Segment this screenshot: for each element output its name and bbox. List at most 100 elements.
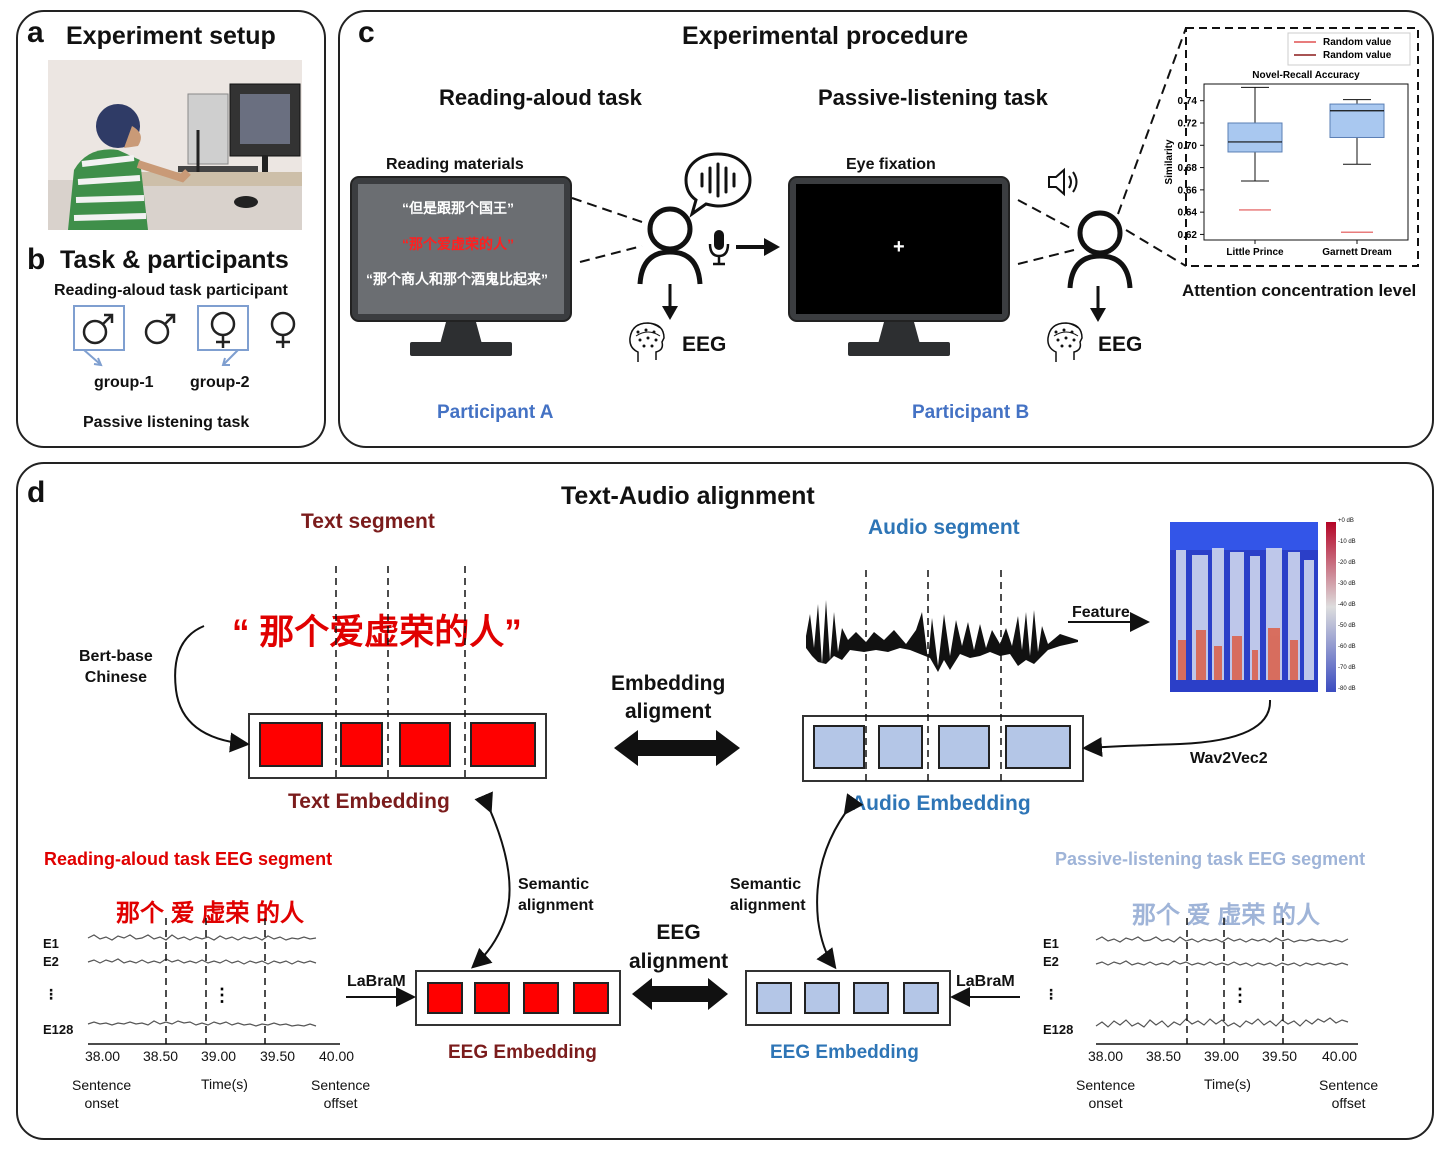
- female-icon: [210, 311, 236, 348]
- embedding-alignment-arrow: [614, 730, 740, 766]
- text-segment-title: Text segment: [301, 510, 435, 533]
- eeg-alignment-label: EEG alignment: [629, 921, 729, 973]
- monitor-b: [788, 176, 1010, 356]
- vertical-ellipsis: ⋮: [1231, 985, 1249, 1005]
- colorbar-label: -80 dB: [1338, 686, 1356, 692]
- eeg-label-b: EEG: [1098, 333, 1143, 356]
- time-tick: 38.50: [143, 1048, 179, 1064]
- text-embedding-label: Text Embedding: [288, 790, 450, 813]
- spectrogram-image: [1170, 522, 1336, 692]
- legend-box: [1287, 32, 1411, 66]
- audio-embedding-cell: [878, 725, 923, 769]
- panel-a-title: Experiment setup: [66, 22, 276, 50]
- electrode-label: E1: [43, 936, 59, 951]
- eeg-dividers-left: [165, 918, 266, 1044]
- semantic-alignment-left: Semantic alignment: [518, 876, 594, 914]
- panel-d-letter: d: [27, 476, 46, 509]
- eeg-traces-left: [87, 934, 317, 1027]
- female-icon: [270, 311, 296, 348]
- listening-task-title: Passive-listening task: [818, 85, 1048, 110]
- eeg-embedding-cell: [427, 982, 463, 1014]
- eeg-words-left: 那个 爱 虚荣 的人: [116, 900, 305, 927]
- reading-task-title: Reading-aloud task: [439, 85, 642, 110]
- colorbar-label: -10 dB: [1338, 539, 1356, 545]
- colorbar-label: -70 dB: [1338, 665, 1356, 671]
- time-tick: 39.00: [1204, 1048, 1240, 1064]
- electrode-label: E1: [1043, 936, 1059, 951]
- audio-embedding-cell: [813, 725, 865, 769]
- time-tick: 39.50: [1262, 1048, 1298, 1064]
- colorbar-label: -20 dB: [1338, 560, 1356, 566]
- panel-c-letter: c: [358, 16, 375, 49]
- colorbar-label: -30 dB: [1338, 581, 1356, 587]
- audio-waveform: [806, 600, 1078, 672]
- semantic-alignment-right: Semantic alignment: [730, 876, 806, 914]
- sentence-onset-left: Sentence onset: [72, 1077, 132, 1111]
- electrode-label: E2: [1043, 954, 1059, 969]
- x-tick-label: Garnett Dream: [1322, 247, 1392, 258]
- eeg-words-right: 那个 爱 虚荣 的人: [1132, 902, 1321, 929]
- panel-d-title: Text-Audio alignment: [561, 482, 815, 510]
- time-tick: 38.50: [1146, 1048, 1182, 1064]
- speech-bubble-icon: [684, 152, 752, 218]
- eeg-embedding-right: EEG Embedding: [770, 1042, 919, 1063]
- fixation-cross: +: [893, 236, 905, 258]
- material-line-2: “那个爱虚荣的人”: [402, 236, 514, 252]
- colorbar-label: +0 dB: [1338, 518, 1354, 524]
- y-tick-label: 0.62: [1178, 230, 1198, 241]
- male-icon: [82, 313, 114, 345]
- eeg-label-a: EEG: [682, 333, 727, 356]
- wav2vec-arrow: [1082, 699, 1272, 758]
- labram-right: LaBraM: [956, 973, 1015, 990]
- eeg-embedding-cell: [756, 982, 792, 1014]
- wav2vec-label: Wav2Vec2: [1190, 750, 1268, 767]
- participant-a-label: Participant A: [437, 402, 554, 423]
- panel-b-title: Task & participants: [60, 246, 289, 274]
- audio-embedding-cell: [938, 725, 990, 769]
- eeg-dividers-right: [1186, 918, 1284, 1044]
- panel-d: [16, 462, 1434, 1140]
- eeg-embedding-cell: [903, 982, 939, 1014]
- electrode-label: E128: [43, 1022, 74, 1037]
- eeg-embedding-left: EEG Embedding: [448, 1042, 597, 1063]
- bert-arrow: [174, 625, 250, 753]
- y-tick-label: 0.70: [1178, 141, 1198, 152]
- gaze-lines: [571, 27, 1419, 267]
- group-2-label: group-2: [190, 374, 250, 391]
- semantic-arrow-right: [816, 793, 864, 970]
- sentence-text: “ 那个爱虚荣的人”: [232, 613, 522, 652]
- arrow-down-icon: [1090, 286, 1106, 322]
- bert-label: Bert-base Chinese: [79, 648, 153, 686]
- passive-listening-label: Passive listening task: [83, 414, 250, 431]
- electrode-label: ⋮: [1044, 986, 1058, 1002]
- group-1-label: group-1: [94, 374, 154, 391]
- brain-head-icon: [1047, 322, 1083, 362]
- arrow-down-icon: [662, 284, 678, 320]
- eye-fixation-label: Eye fixation: [846, 156, 936, 173]
- time-tick: 40.00: [319, 1048, 355, 1064]
- participant-a-icon: [637, 206, 703, 285]
- legend-entry-1: Random value: [1323, 37, 1392, 48]
- panel-c-title: Experimental procedure: [682, 22, 969, 50]
- colorbar-label: -40 dB: [1338, 602, 1356, 608]
- electrode-label: ⋮: [44, 986, 58, 1002]
- semantic-arrow-left: [471, 791, 511, 969]
- time-tick: 38.00: [1088, 1048, 1124, 1064]
- labram-left: LaBraM: [347, 973, 406, 990]
- male-icon: [144, 313, 176, 345]
- experiment-photo: [48, 60, 302, 230]
- time-tick: 39.50: [260, 1048, 296, 1064]
- listening-eeg-segment-title: Passive-listening task EEG segment: [1055, 849, 1366, 869]
- time-tick: 39.00: [201, 1048, 237, 1064]
- x-tick-label: Little Prince: [1226, 247, 1284, 258]
- microphone-icon: [708, 230, 730, 266]
- audio-embedding-cell: [1005, 725, 1071, 769]
- feature-label: Feature: [1072, 604, 1130, 621]
- eeg-embedding-cell: [573, 982, 609, 1014]
- panel-b-subtitle: Reading-aloud task participant: [54, 282, 288, 299]
- participant-b-label: Participant B: [912, 402, 1030, 423]
- eeg-traces-right: [1095, 936, 1349, 1028]
- electrode-label: E2: [43, 954, 59, 969]
- electrode-label: E128: [1043, 1022, 1074, 1037]
- time-label-left: Time(s): [201, 1076, 248, 1092]
